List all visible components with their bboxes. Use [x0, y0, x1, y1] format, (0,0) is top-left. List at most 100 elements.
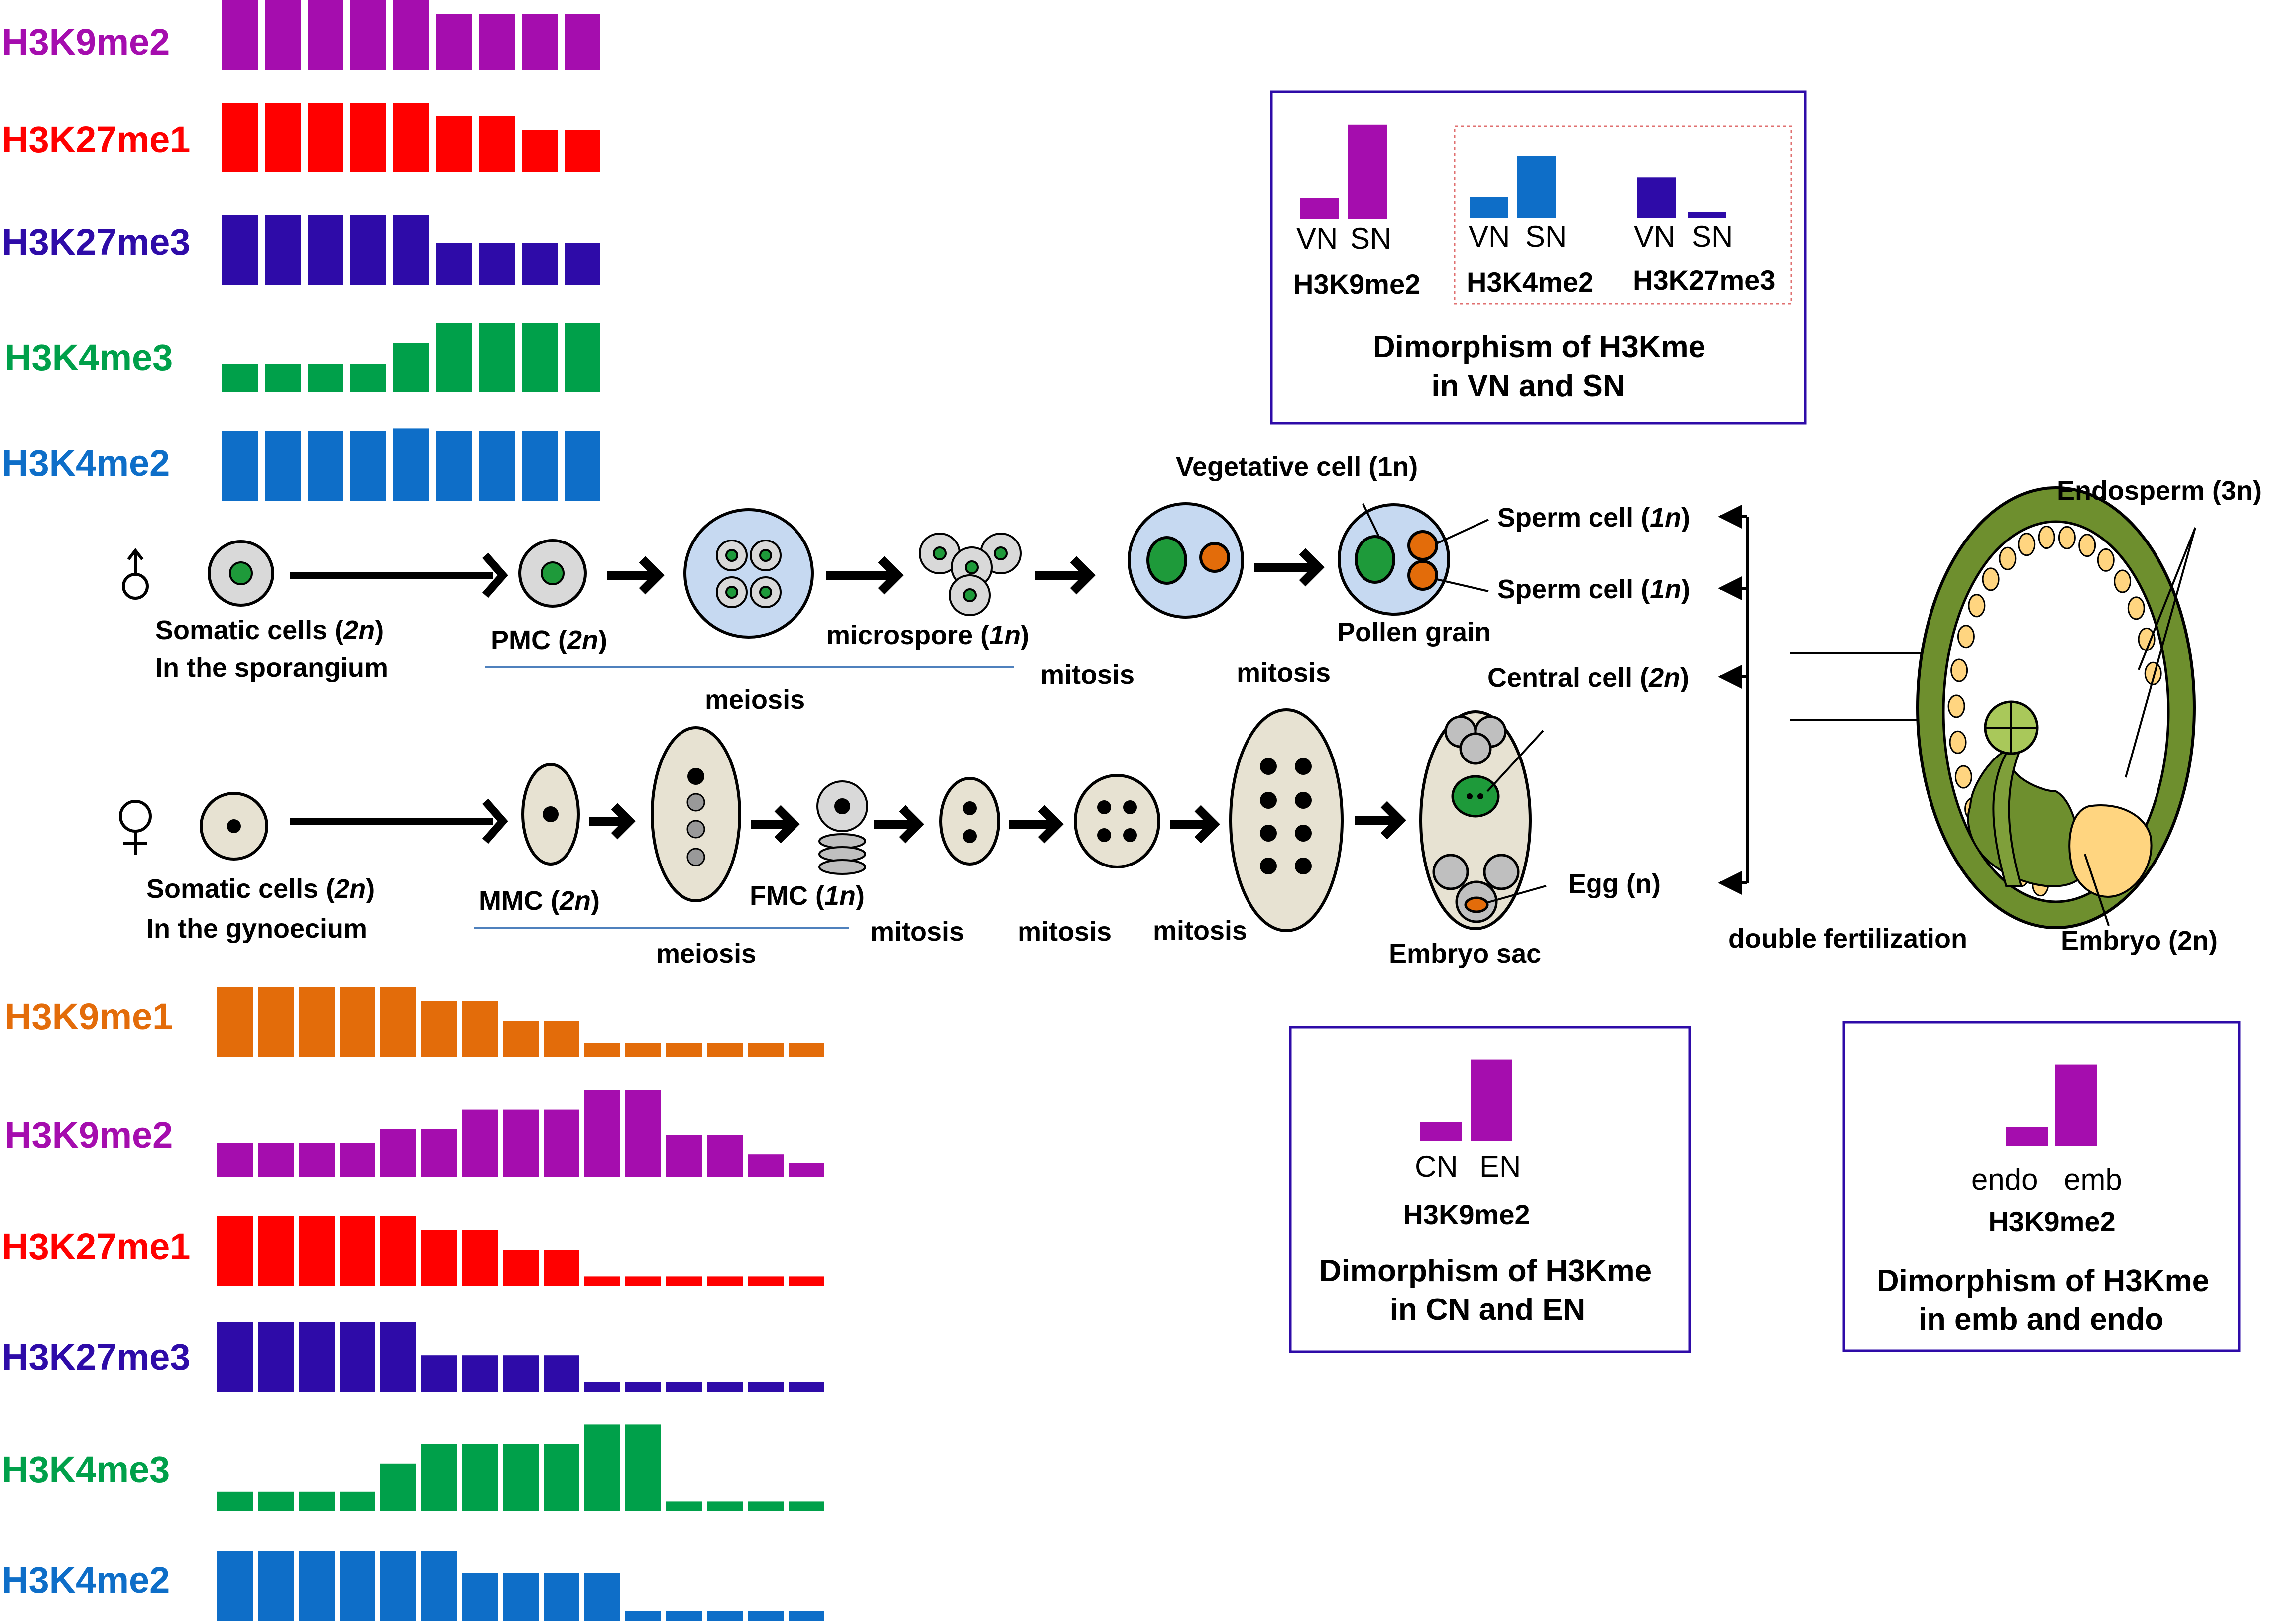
histone-bar-h3k4me2 — [748, 1611, 784, 1621]
histone-bar-h3k27me1 — [503, 1250, 539, 1286]
embryo-sac — [1419, 710, 1532, 930]
arrow-icon — [874, 805, 924, 844]
histone-bar-h3k4me3 — [222, 364, 258, 392]
emb-label: emb — [2064, 1163, 2122, 1196]
histone-bar-h3k27me3 — [479, 243, 515, 285]
histone-bar-h3k4me2 — [544, 1573, 579, 1621]
histone-bar-h3k4me2 — [380, 1551, 416, 1621]
box-title: Dimorphism of H3Kme — [1373, 330, 1705, 364]
box-mark-label: H3K4me2 — [1467, 266, 1593, 298]
arrow-icon — [1035, 556, 1096, 595]
histone-bar-h3k9me1 — [748, 1043, 784, 1057]
box-mark-label: H3K27me3 — [1633, 264, 1775, 296]
endosperm-nucleus — [2138, 627, 2156, 651]
histone-bar-h3k4me3 — [265, 364, 301, 392]
histone-bar-h3k4me3 — [503, 1444, 539, 1511]
cn-label: CN — [1415, 1150, 1458, 1183]
histone-bar-h3k4me3 — [565, 323, 600, 392]
somatic-female-label: Somatic cells (2n) — [146, 874, 375, 904]
arrow-icon — [589, 803, 636, 840]
histone-bar-h3k9me1 — [707, 1043, 743, 1057]
arrow-icon — [1254, 548, 1325, 587]
cn-en-bars — [1420, 1059, 1512, 1141]
fmc-cell — [816, 780, 868, 875]
pollen-grain — [1338, 503, 1450, 616]
histone-bar-h3k4me3 — [707, 1501, 743, 1511]
box-title: in VN and SN — [1431, 369, 1625, 403]
histone-bar-h3k4me3 — [308, 364, 343, 392]
mark-label: H3K27me3 — [2, 1336, 190, 1378]
mark-label: H3K9me2 — [2, 21, 170, 63]
mark-label: H3K4me2 — [2, 1559, 170, 1601]
histone-bar-h3k27me1 — [350, 103, 386, 172]
histone-bar-h3k9me2 — [748, 1154, 784, 1177]
endosperm-nucleus — [2127, 596, 2145, 620]
histone-bar-h3k4me3 — [299, 1491, 335, 1511]
histone-bar-h3k9me2 — [503, 1109, 539, 1177]
histone-bar-h3k27me3 — [299, 1322, 335, 1392]
somatic-male-label: Somatic cells (2n) — [155, 615, 384, 645]
histone-bar-h3k9me1 — [421, 1001, 457, 1057]
histone-bar-h3k27me1 — [258, 1216, 294, 1286]
meiosis-products-cell — [651, 726, 741, 902]
histone-bar-h3k4me2 — [222, 431, 258, 501]
endosperm-nucleus — [2114, 569, 2132, 593]
fertilization-bracket — [1718, 505, 1749, 895]
dimorphism-bar-h3k27me3 — [1688, 212, 1726, 218]
histone-bar-h3k4me2 — [258, 1551, 294, 1621]
box-mark-label: H3K9me2 — [1293, 268, 1420, 300]
histone-bar-h3k4me2 — [393, 428, 429, 501]
histone-bar-h3k27me3 — [544, 1355, 579, 1392]
sn-label: SN — [1350, 222, 1391, 255]
box-emb-endo: endo emb H3K9me2 Dimorphism of H3Kme in … — [1842, 1021, 2241, 1352]
leader-line — [1436, 578, 1489, 592]
tetrad-cell — [683, 508, 814, 639]
histone-bar-h3k9me2 — [522, 14, 558, 70]
box-title: Dimorphism of H3Kme — [1877, 1264, 2209, 1298]
box-cn-en: CN EN H3K9me2 Dimorphism of H3Kme in CN … — [1289, 1026, 1691, 1353]
box-title: Dimorphism of H3Kme — [1319, 1254, 1652, 1288]
histone-bar-h3k27me3 — [707, 1382, 743, 1392]
histone-bar-h3k9me1 — [544, 1021, 579, 1057]
histone-bar-h3k4me3 — [350, 364, 386, 392]
mitosis-label: mitosis — [1040, 660, 1135, 690]
arrowhead-icon — [482, 798, 508, 844]
histone-bar-h3k27me1 — [544, 1250, 579, 1286]
histone-bar-h3k4me2 — [565, 431, 600, 501]
histone-bar-h3k9me2 — [308, 0, 343, 70]
emb-endo-bars — [2006, 1064, 2097, 1146]
histone-bar-h3k27me3 — [462, 1355, 498, 1392]
arrow-icon — [607, 556, 665, 595]
histone-bar-h3k4me2 — [340, 1551, 375, 1621]
box-mark-label: H3K9me2 — [1403, 1199, 1530, 1230]
histone-bar-h3k27me3 — [222, 215, 258, 285]
histone-bar-h3k4me3 — [666, 1501, 702, 1511]
histone-bar-h3k27me3 — [436, 243, 472, 285]
endosperm-nucleus — [1982, 567, 2000, 591]
embryo-sac-label: Embryo sac — [1389, 939, 1541, 969]
histone-bar-h3k9me2 — [707, 1135, 743, 1177]
dimorphism-bar-h3k9me2 — [1420, 1122, 1462, 1141]
histone-bar-h3k4me3 — [625, 1424, 661, 1511]
histone-bar-h3k4me2 — [436, 431, 472, 501]
mitosis-label: mitosis — [1237, 658, 1331, 688]
mitosis-label: mitosis — [1153, 916, 1247, 946]
mitosis-label: mitosis — [1018, 917, 1112, 947]
histone-bar-h3k9me1 — [503, 1021, 539, 1057]
histone-bar-h3k9me1 — [584, 1043, 620, 1057]
mark-label: H3K4me2 — [2, 442, 170, 484]
mark-label: H3K4me3 — [5, 337, 173, 378]
arrow-icon — [751, 805, 800, 844]
dimorphism-bar-h3k4me2 — [1517, 156, 1556, 218]
histone-bar-h3k27me3 — [503, 1355, 539, 1392]
leader-line — [1486, 885, 1547, 904]
vn-label: VN — [1469, 220, 1510, 253]
box-vn-sn: VN SN VN SN VN SN H3K9me2 H3K4me2 H3K27m… — [1270, 90, 1807, 425]
histone-bar-h3k9me2 — [217, 1143, 253, 1177]
histone-bar-h3k27me3 — [748, 1382, 784, 1392]
microspore-label: microspore (1n) — [826, 620, 1029, 650]
histone-bar-h3k9me2 — [393, 0, 429, 70]
pmc-cell — [518, 539, 587, 608]
histone-bar-h3k9me2 — [625, 1090, 661, 1177]
histone-bar-h3k4me2 — [217, 1551, 253, 1621]
